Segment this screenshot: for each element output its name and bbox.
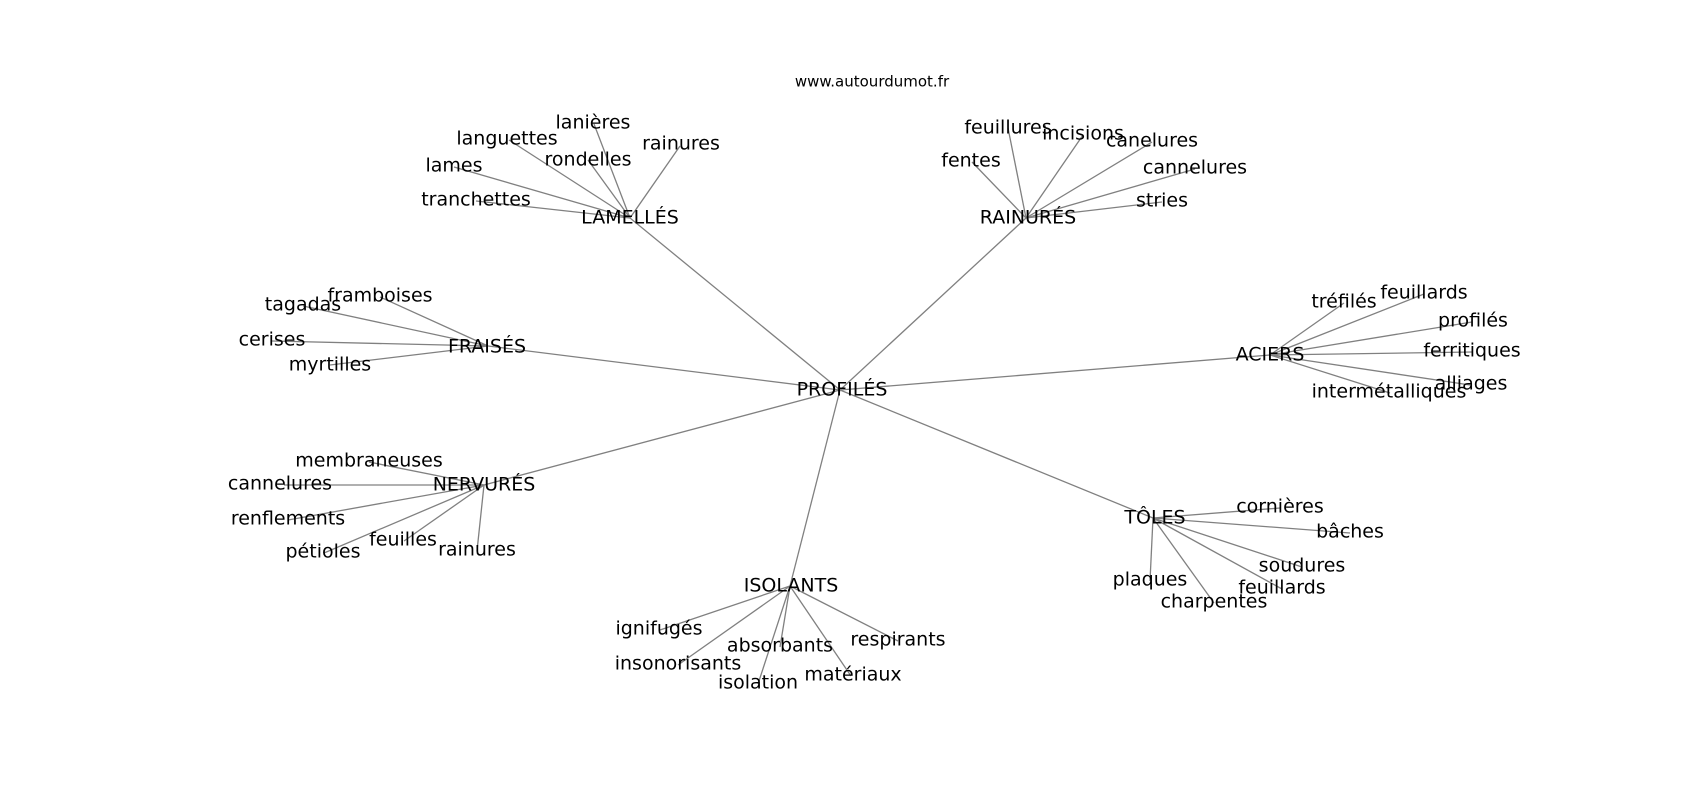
branch-label-toles: TÔLES <box>1123 505 1185 529</box>
edge-root-rainures <box>839 217 1027 391</box>
edge-nervures-feuilles <box>403 484 485 542</box>
edge-isolants-absorbants <box>779 585 791 648</box>
edge-isolants-insonorisants <box>677 585 791 666</box>
edge-isolants-ignifuges <box>659 585 791 631</box>
leaf-lamelles-tranchettes: tranchettes <box>421 189 531 211</box>
edge-toles-soudures <box>1152 517 1303 568</box>
leaf-aciers-ferritiques: ferritiques <box>1423 340 1520 362</box>
leaf-fraises-tagadas: tagadas <box>265 294 341 316</box>
branch-label-fraises: FRAISÉS <box>448 335 526 358</box>
edge-toles-feuillards <box>1152 517 1283 590</box>
leaf-fraises-cerises: cerises <box>239 329 306 351</box>
edge-lamelles-lames <box>453 166 631 219</box>
edge-rainures-canelures <box>1025 141 1153 219</box>
leaf-nervures-feuilles: feuilles <box>369 529 437 551</box>
leaf-nervures-membraneuses: membraneuses <box>295 450 442 472</box>
edge-aciers-trefiles <box>1269 302 1345 356</box>
leaf-nervures-petioles: pétioles <box>286 541 361 563</box>
edge-aciers-feuillards <box>1269 293 1425 356</box>
leaf-nervures-cannelures: cannelures <box>228 473 332 495</box>
leaf-rainures-canelures: canelures <box>1106 130 1198 152</box>
edge-lamelles-rainures <box>629 145 681 219</box>
source-url: www.autourdumot.fr <box>795 73 950 91</box>
leaf-isolants-isolation: isolation <box>718 672 798 694</box>
leaf-isolants-absorbants: absorbants <box>727 635 833 657</box>
edge-nervures-rainures <box>476 484 485 552</box>
leaf-aciers-profiles: profilés <box>1438 310 1508 332</box>
edge-nervures-petioles <box>323 484 485 554</box>
leaf-lamelles-lames: lames <box>425 155 482 177</box>
edge-aciers-intermetalliques <box>1269 354 1391 394</box>
leaf-aciers-alliages: alliages <box>1435 373 1508 395</box>
leaf-rainures-incisions: incisions <box>1042 123 1124 145</box>
edge-rainures-fentes <box>971 161 1027 219</box>
edge-nervures-renflements <box>287 484 485 521</box>
edge-root-aciers <box>839 354 1271 391</box>
edge-lamelles-rondelles <box>587 159 631 219</box>
leaf-rainures-feuillures: feuillures <box>964 117 1051 139</box>
leaf-toles-soudures: soudures <box>1259 555 1346 577</box>
edge-root-lamelles <box>629 217 841 391</box>
branch-label-isolants: ISOLANTS <box>744 575 839 597</box>
edge-rainures-cannelures <box>1025 168 1196 219</box>
leaf-lamelles-rainures: rainures <box>642 133 720 155</box>
edge-fraises-tagadas <box>302 305 489 347</box>
edge-isolants-isolation <box>757 585 791 685</box>
leaf-isolants-materiaux: matériaux <box>804 664 901 686</box>
leaf-fraises-framboises: framboises <box>327 285 432 307</box>
leaf-toles-plaques: plaques <box>1113 569 1188 591</box>
leaf-aciers-trefiles: tréfilés <box>1311 291 1376 313</box>
root-node-label: PROFILÉS <box>797 378 888 401</box>
edge-nervures-membraneuses <box>368 461 485 486</box>
edge-fraises-myrtilles <box>329 345 489 366</box>
edge-lamelles-tranchettes <box>475 200 631 219</box>
edge-isolants-respirants <box>789 585 899 642</box>
branch-label-nervures: NERVURÉS <box>433 473 536 496</box>
leaf-aciers-intermetalliques: intermétalliques <box>1312 381 1467 403</box>
edge-toles-baches <box>1152 517 1351 534</box>
edge-root-fraises <box>487 345 841 391</box>
edge-lamelles-languettes <box>508 139 631 219</box>
branch-label-rainures: RAINURÉS <box>980 206 1076 229</box>
branch-label-aciers: ACIERS <box>1236 344 1305 366</box>
edge-fraises-cerises <box>271 340 489 347</box>
leaf-nervures-rainures: rainures <box>438 539 516 561</box>
leaf-toles-charpentes: charpentes <box>1161 591 1268 613</box>
leaf-isolants-respirants: respirants <box>850 629 945 651</box>
edge-lamelles-lanieres <box>593 123 631 219</box>
branch-label-lamelles: LAMELLÉS <box>581 206 679 229</box>
leaf-rainures-cannelures: cannelures <box>1143 157 1247 179</box>
edge-rainures-stries <box>1025 201 1163 219</box>
edge-rainures-feuillures <box>1007 127 1027 219</box>
leaf-isolants-insonorisants: insonorisants <box>615 653 742 675</box>
leaf-lamelles-languettes: languettes <box>456 128 557 150</box>
edge-rainures-incisions <box>1025 134 1084 219</box>
leaf-fraises-myrtilles: myrtilles <box>289 354 371 376</box>
leaf-toles-cornieres: cornières <box>1236 496 1324 518</box>
edge-fraises-framboises <box>379 296 489 347</box>
edge-root-nervures <box>483 389 841 486</box>
leaf-aciers-feuillards: feuillards <box>1380 282 1467 304</box>
leaf-toles-baches: bâches <box>1316 521 1384 543</box>
leaf-nervures-renflements: renflements <box>231 508 345 530</box>
edge-toles-charpentes <box>1152 517 1215 604</box>
edge-aciers-profiles <box>1269 321 1473 356</box>
edge-root-toles <box>839 389 1154 519</box>
leaf-isolants-ignifuges: ignifugés <box>615 618 702 640</box>
leaf-rainures-fentes: fentes <box>941 150 1000 172</box>
edge-toles-plaques <box>1149 517 1154 582</box>
edge-root-isolants <box>789 389 841 587</box>
edge-toles-cornieres <box>1152 507 1281 519</box>
leaf-toles-feuillards: feuillards <box>1238 577 1325 599</box>
leaf-lamelles-lanieres: lanières <box>556 112 631 134</box>
edge-isolants-materiaux <box>789 585 852 677</box>
leaf-rainures-stries: stries <box>1136 190 1188 212</box>
leaf-lamelles-rondelles: rondelles <box>545 149 632 171</box>
edge-aciers-alliages <box>1269 354 1471 386</box>
edge-aciers-ferritiques <box>1269 351 1473 356</box>
